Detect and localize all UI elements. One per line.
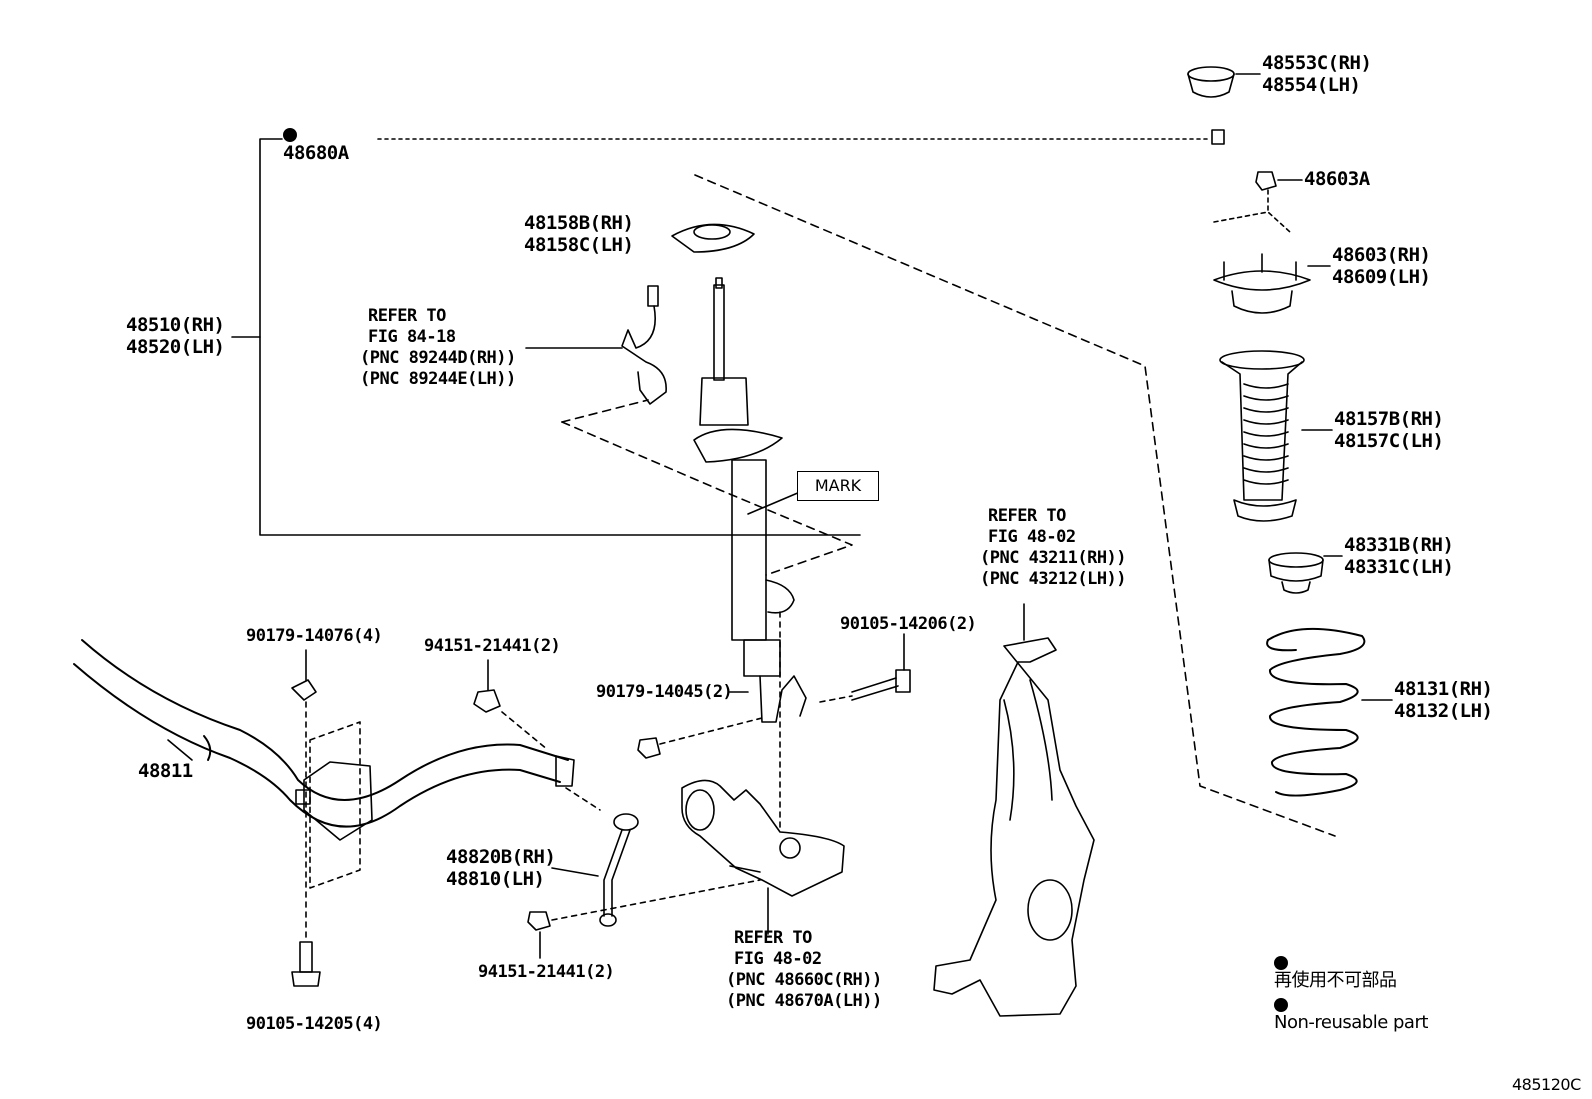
bushing-bolt-icon [291,941,321,987]
strut-part-lh: 48520(LH) [126,336,225,358]
kit-bracket-lines [231,138,1211,536]
cap-part-rh: 48553C(RH) [1262,52,1372,74]
legend-english: Non-reusable part [1274,1012,1428,1033]
kit-label: 48680A [283,128,349,164]
link-part-rh: 48820B(RH) [446,846,556,868]
support-part-rh: 48603(RH) [1332,244,1431,266]
boot-part-lh: 48157C(LH) [1334,430,1444,452]
coil-spring-icon [1266,627,1366,797]
link-part-label: 48820B(RH) 48810(LH) [446,846,556,890]
spring-part-rh: 48131(RH) [1394,678,1493,700]
lower-arm-icon [681,779,845,897]
bumper-part-label: 48331B(RH) 48331C(LH) [1344,534,1454,578]
link-nut-top-label: 94151-21441(2) [424,636,561,656]
legend: 再使用不可部品 Non-reusable part [1274,956,1428,1034]
link-nut-top-icon [473,689,501,713]
cap-icon [1187,66,1235,98]
link-part-lh: 48810(LH) [446,868,545,890]
mark-callout: MARK [797,471,879,501]
legend-dot-icon [1274,998,1288,1012]
link-nut-bottom-icon [527,911,551,931]
spring-part-label: 48131(RH) 48132(LH) [1394,678,1493,722]
nut-part-label: 48603A [1304,168,1370,190]
legend-dot-icon [1274,956,1288,970]
insulator-icon [671,223,755,253]
bracket-bolt-label: 90179-14076(4) [246,626,383,646]
upper-support-icon [1213,211,1311,314]
cap-part-label: 48553C(RH) 48554(LH) [1262,52,1372,96]
boot-part-label: 48157B(RH) 48157C(LH) [1334,408,1444,452]
bump-stopper-icon [1268,552,1324,594]
cap-part-lh: 48554(LH) [1262,74,1361,96]
strut-bolt-icon [851,669,911,701]
boot-part-rh: 48157B(RH) [1334,408,1444,430]
legend-japanese: 再使用不可部品 [1274,970,1397,991]
bushing-bracket-icon [295,721,373,889]
link-nut-bottom-label: 94151-21441(2) [478,962,615,982]
strut-part-rh: 48510(RH) [126,314,225,336]
strut-bolt-label: 90105-14206(2) [840,614,977,634]
figure-id: 485120C [1512,1075,1581,1094]
assembly-envelope [561,174,1336,837]
stabilizer-bar-icon [73,639,569,828]
non-reusable-dot-icon [283,128,297,142]
bumper-part-lh: 48331C(LH) [1344,556,1454,578]
refer-sensor-note: REFER TO FIG 84-18 (PNC 89244D(RH)) (PNC… [360,306,516,389]
spring-part-lh: 48132(LH) [1394,700,1493,722]
lower-nut-icon [637,737,661,759]
stabilizer-part-label: 48811 [138,760,193,782]
support-part-label: 48603(RH) 48609(LH) [1332,244,1431,288]
kit-nut-icon [1211,129,1225,145]
support-part-lh: 48609(LH) [1332,266,1431,288]
insulator-part-label: 48158B(RH) 48158C(LH) [524,212,634,256]
bumper-part-rh: 48331B(RH) [1344,534,1454,556]
steering-knuckle-icon [933,637,1095,1017]
strut-icon [693,277,807,723]
refer-knuckle-note: REFER TO FIG 48-02 (PNC 43211(RH)) (PNC … [980,506,1127,589]
sensor-harness-icon [621,285,667,405]
stabilizer-link-icon [599,813,639,927]
insulator-part-lh: 48158C(LH) [524,234,634,256]
bar-link-end-icon [555,755,575,787]
bracket-bolt-icon [291,649,317,701]
insulator-part-rh: 48158B(RH) [524,212,634,234]
nut-icon [1255,171,1277,191]
lower-nut-label: 90179-14045(2) [596,682,733,702]
strut-part-label: 48510(RH) 48520(LH) [126,314,225,358]
refer-arm-note: REFER TO FIG 48-02 (PNC 48660C(RH)) (PNC… [726,928,882,1011]
bushing-bolt-label: 90105-14205(4) [246,1014,383,1034]
dust-boot-icon [1219,350,1305,522]
